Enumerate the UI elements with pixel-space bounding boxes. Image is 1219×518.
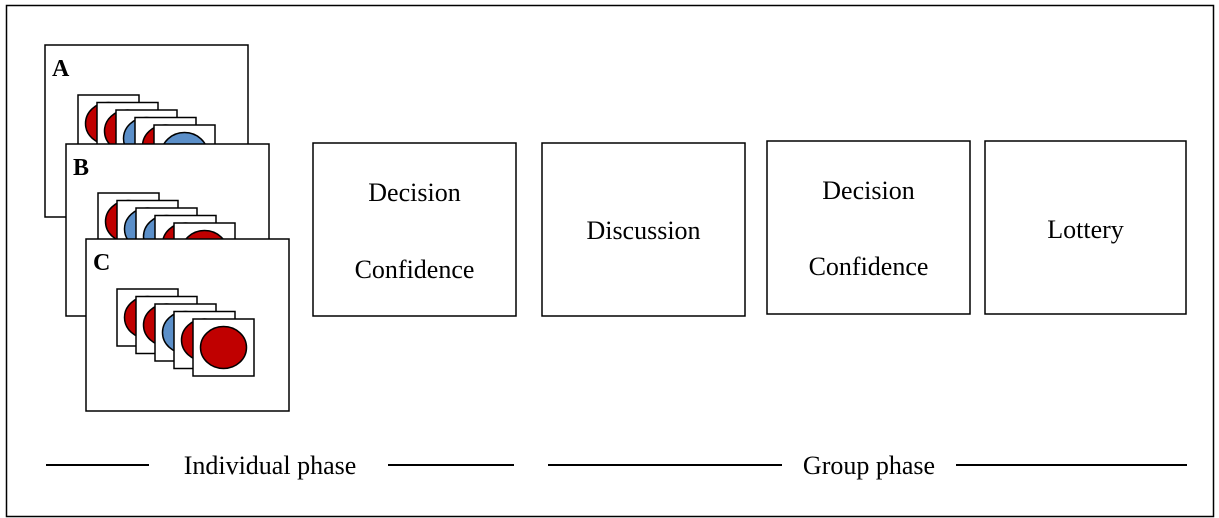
- step-box-3: [766, 140, 971, 315]
- step-box-2: [541, 142, 746, 317]
- group-phase-text: Group phase: [803, 451, 935, 480]
- group-phase-label: Group phase: [548, 451, 1187, 480]
- step-box-4: [984, 140, 1187, 315]
- panel-c-letter: C: [93, 250, 110, 276]
- step-discussion: Discussion: [541, 142, 746, 317]
- step-4-line-1: Lottery: [1047, 215, 1124, 244]
- red-ball: [199, 325, 248, 370]
- step-1-line-2: Confidence: [355, 255, 475, 284]
- step-3-line-2: Confidence: [809, 252, 929, 281]
- panel-a-letter: A: [52, 56, 70, 82]
- stimulus-panel-c: C: [85, 238, 290, 412]
- step-decision-confidence-individual: Decision Confidence: [312, 142, 517, 317]
- individual-phase-text: Individual phase: [184, 451, 357, 480]
- step-2-line-1: Discussion: [586, 216, 700, 245]
- step-lottery: Lottery: [984, 140, 1187, 315]
- stimulus-card: [192, 318, 255, 377]
- step-1-line-1: Decision: [368, 178, 460, 207]
- panel-c-cards: [116, 288, 255, 377]
- step-decision-confidence-group: Decision Confidence: [766, 140, 971, 315]
- step-box-1: [312, 142, 517, 317]
- panel-b-letter: B: [73, 155, 89, 181]
- individual-phase-label: Individual phase: [46, 451, 514, 480]
- step-3-line-1: Decision: [822, 176, 914, 205]
